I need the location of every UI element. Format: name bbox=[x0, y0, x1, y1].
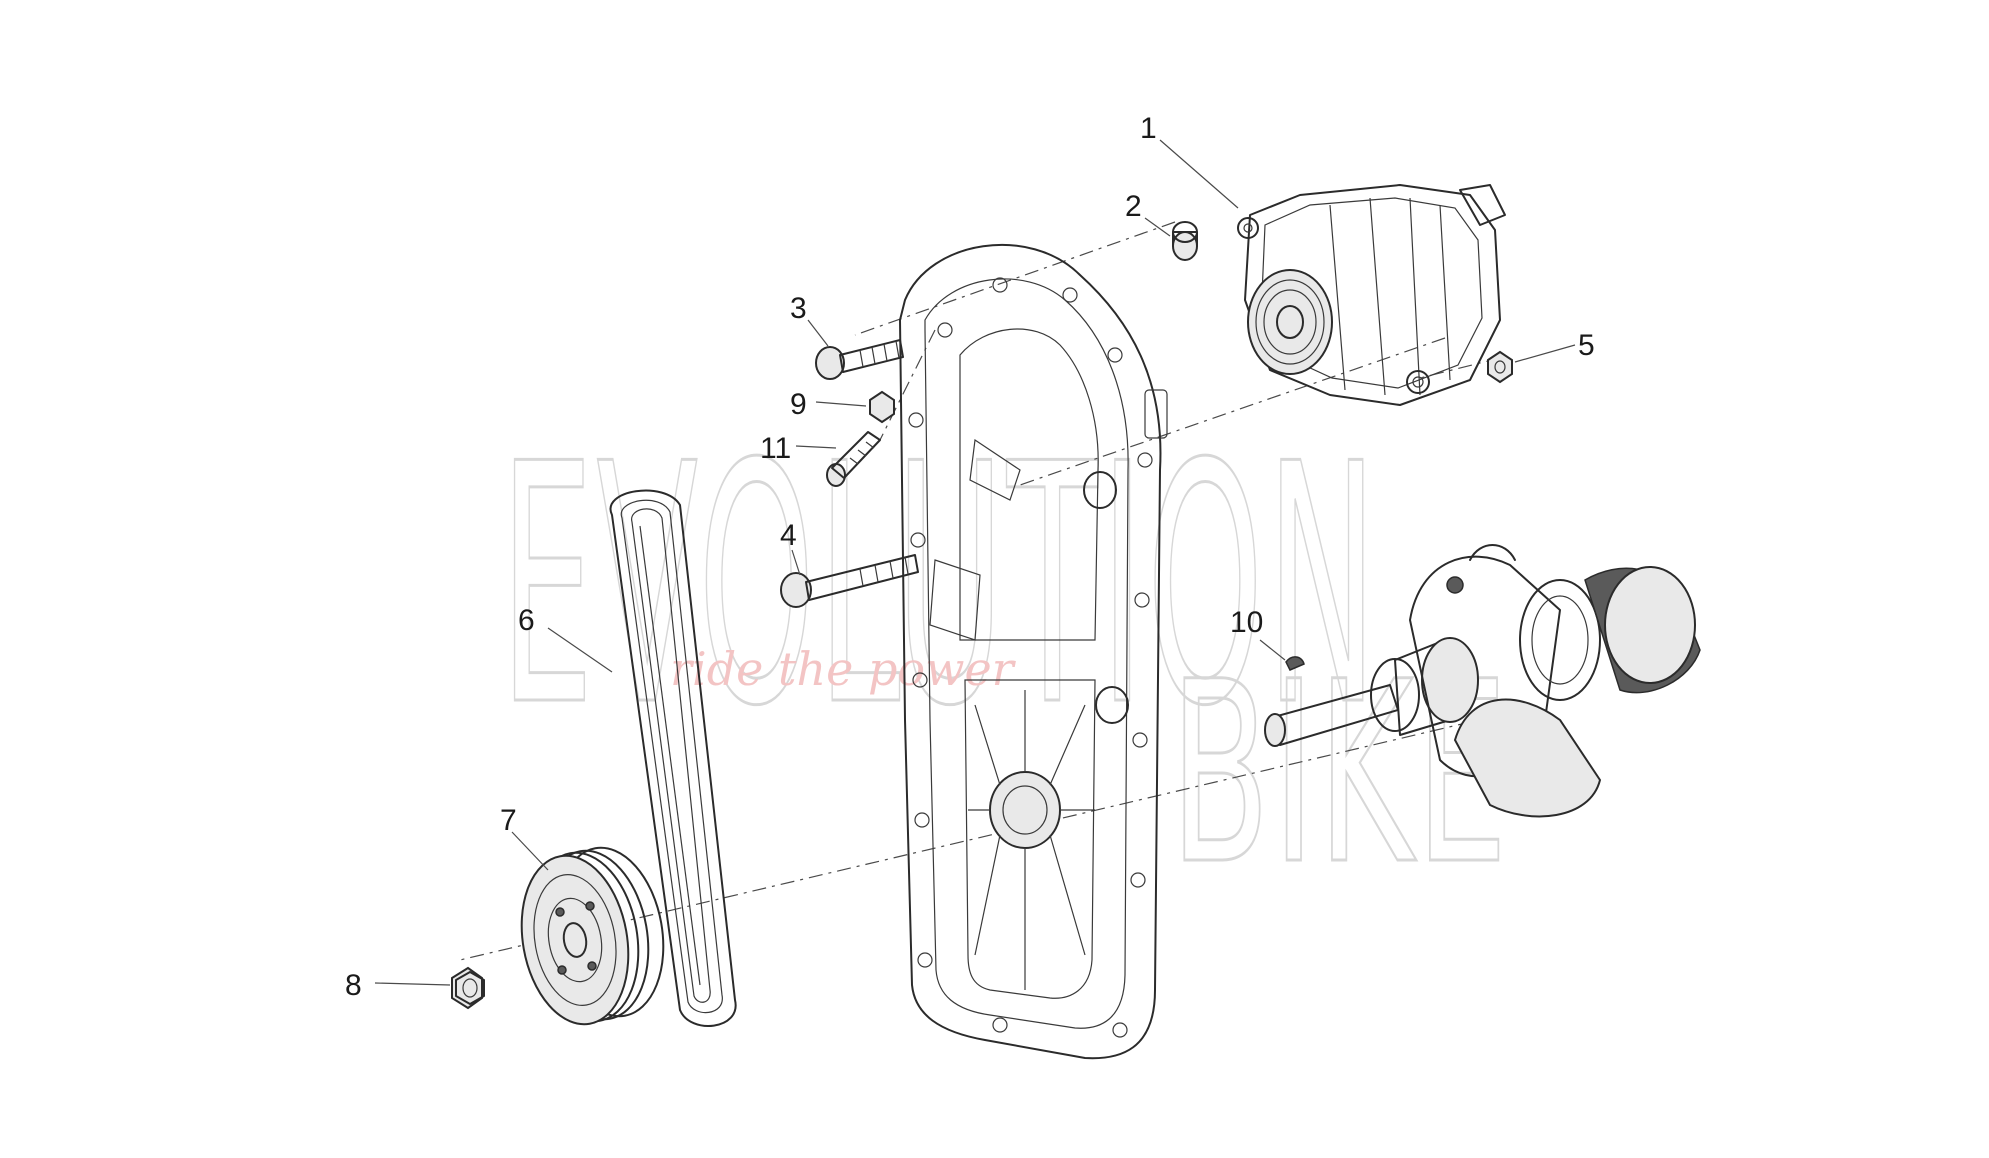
drive-belt bbox=[609, 489, 737, 1027]
callout-8: 8 bbox=[345, 969, 362, 1002]
callout-labels: 1 2 3 4 5 6 7 8 9 10 11 bbox=[345, 112, 1595, 1002]
callout-3: 3 bbox=[790, 292, 807, 325]
callout-10: 10 bbox=[1230, 606, 1263, 639]
pulley-nut bbox=[451, 966, 485, 1010]
cover-bolt-holes bbox=[908, 277, 1153, 1038]
callout-9: 9 bbox=[790, 388, 807, 421]
callout-11: 11 bbox=[760, 432, 791, 465]
alternator-spacer bbox=[1172, 221, 1198, 261]
alternator-nut bbox=[1487, 350, 1513, 384]
callout-4: 4 bbox=[780, 519, 797, 552]
leader-lines bbox=[374, 139, 1576, 986]
alternator bbox=[1237, 184, 1506, 406]
timing-cover bbox=[899, 244, 1168, 1060]
bolt-4 bbox=[780, 554, 919, 608]
woodruff-key bbox=[1285, 656, 1305, 671]
callout-2: 2 bbox=[1125, 190, 1142, 223]
watermark-tagline: ride the power bbox=[670, 642, 1017, 696]
crankshaft bbox=[1264, 544, 1701, 818]
watermark-line1: EVOLUTION bbox=[500, 394, 1380, 778]
washer-9 bbox=[869, 390, 895, 424]
callout-1: 1 bbox=[1140, 112, 1157, 145]
crank-pulley bbox=[520, 846, 665, 1026]
screw-11 bbox=[826, 431, 881, 487]
callout-5: 5 bbox=[1578, 329, 1595, 362]
callout-7: 7 bbox=[500, 804, 517, 837]
callout-6: 6 bbox=[518, 604, 535, 637]
bolt-3 bbox=[815, 339, 904, 380]
